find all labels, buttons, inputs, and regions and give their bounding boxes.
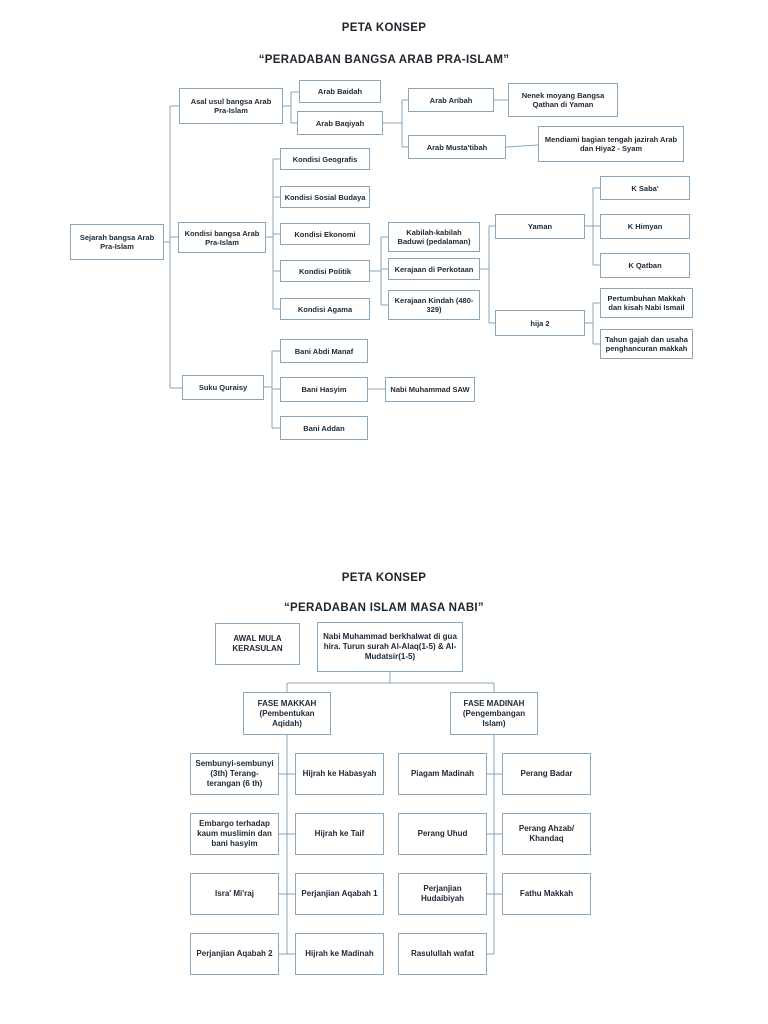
node-yaman: Yaman [495,214,585,239]
node-sembunyi-terangan: Sembunyi-sembunyi (3th) Terang-terangan … [190,753,279,795]
node-isra-miraj: Isra' Mi'raj [190,873,279,915]
node-hija2: hija 2 [495,310,585,336]
node-perjanjian-hudaibiyah: Perjanjian Hudaibiyah [398,873,487,915]
node-k-saba: K Saba' [600,176,690,200]
node-k-himyan: K Himyan [600,214,690,239]
node-mendiami-jazirah: Mendiami bagian tengah jazirah Arab dan … [538,126,684,162]
node-pertumbuhan-makkah: Pertumbuhan Makkah dan kisah Nabi Ismail [600,288,693,318]
node-perang-uhud: Perang Uhud [398,813,487,855]
node-asal-usul: Asal usul bangsa Arab Pra-Islam [179,88,283,124]
node-kerajaan-kindah: Kerajaan Kindah (480-329) [388,290,480,320]
node-arab-baqiyah: Arab Baqiyah [297,111,383,135]
node-kondisi-sosial-budaya: Kondisi Sosial Budaya [280,186,370,208]
diagram1-subtitle: “PERADABAN BANGSA ARAB PRA-ISLAM” [258,54,510,66]
node-fase-madinah: FASE MADINAH (Pengembangan Islam) [450,692,538,735]
node-perjanjian-aqabah-1: Perjanjian Aqabah 1 [295,873,384,915]
node-kondisi-bangsa: Kondisi bangsa Arab Pra-Islam [178,222,266,253]
node-nenek-moyang: Nenek moyang Bangsa Qathan di Yaman [508,83,618,117]
node-tahun-gajah: Tahun gajah dan usaha penghancuran makka… [600,329,693,359]
node-arab-baidah: Arab Baidah [299,80,381,103]
node-hijrah-taif: Hijrah ke Taif [295,813,384,855]
node-rasulullah-wafat: Rasulullah wafat [398,933,487,975]
node-bani-abdi-manaf: Bani Abdi Manaf [280,339,368,363]
node-suku-quraisy: Suku Quraisy [182,375,264,400]
node-awal-mula-kerasulan: AWAL MULA KERASULAN [215,623,300,665]
node-arab-aribah: Arab Aribah [408,88,494,112]
node-perjanjian-aqabah-2: Perjanjian Aqabah 2 [190,933,279,975]
node-arab-mustatibah: Arab Musta'tibah [408,135,506,159]
node-kerajaan-perkotaan: Kerajaan di Perkotaan [388,258,480,280]
node-nabi-muhammad-saw: Nabi Muhammad SAW [385,377,475,402]
node-bani-hasyim: Bani Hasyim [280,377,368,402]
node-sejarah-bangsa-arab: Sejarah bangsa Arab Pra-Islam [70,224,164,260]
node-kondisi-geografis: Kondisi Geografis [280,148,370,170]
node-k-qatban: K Qatban [600,253,690,278]
node-kondisi-politik: Kondisi Politik [280,260,370,282]
node-hijrah-madinah: Hijrah ke Madinah [295,933,384,975]
node-bani-addan: Bani Addan [280,416,368,440]
node-nabi-berkhalwat: Nabi Muhammad berkhalwat di gua hira. Tu… [317,622,463,672]
diagram1-title: PETA KONSEP [341,22,427,34]
node-fase-makkah: FASE MAKKAH (Pembentukan Aqidah) [243,692,331,735]
diagram2-title: PETA KONSEP [341,572,427,584]
node-perang-badar: Perang Badar [502,753,591,795]
node-hijrah-habasyah: Hijrah ke Habasyah [295,753,384,795]
node-kondisi-agama: Kondisi Agama [280,298,370,320]
diagram2-subtitle: “PERADABAN ISLAM MASA NABI” [284,602,484,614]
node-kondisi-ekonomi: Kondisi Ekonomi [280,223,370,245]
node-perang-ahzab-khandaq: Perang Ahzab/ Khandaq [502,813,591,855]
node-piagam-madinah: Piagam Madinah [398,753,487,795]
node-kabilah-baduwi: Kabilah-kabilah Baduwi (pedalaman) [388,222,480,252]
node-embargo: Embargo terhadap kaum muslimin dan bani … [190,813,279,855]
node-fathu-makkah: Fathu Makkah [502,873,591,915]
